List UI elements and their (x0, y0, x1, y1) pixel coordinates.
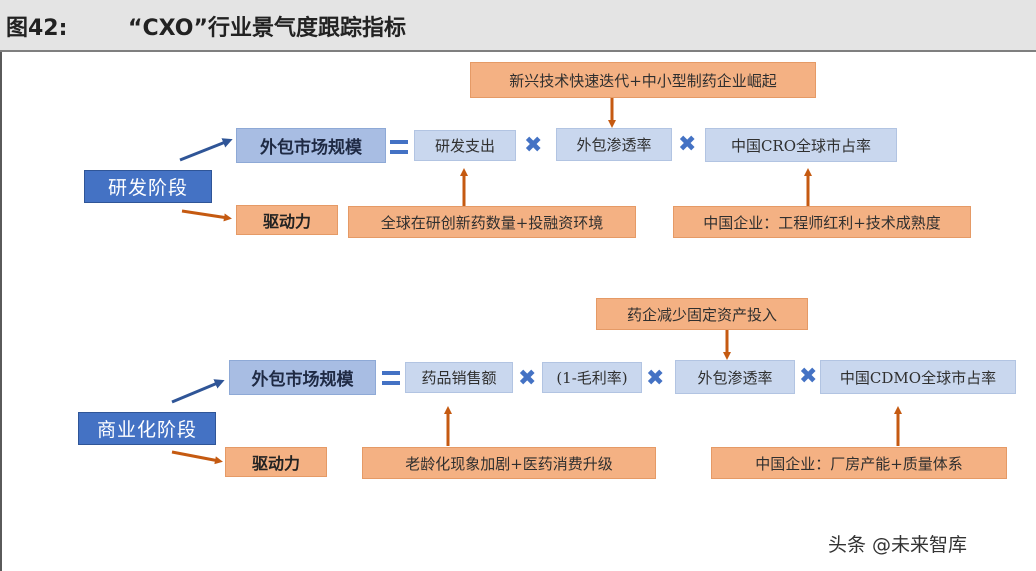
figure-header: 图42: “CXO”行业景气度跟踪指标 (0, 0, 1036, 52)
rd-penetration-box: 外包渗透率 (556, 128, 672, 161)
left-divider (0, 52, 2, 571)
rd-global-share-box: 中国CRO全球市占率 (705, 128, 897, 162)
rd-stage-box: 研发阶段 (84, 170, 212, 203)
com-gross-margin-box: (1-毛利率) (542, 362, 642, 393)
com-equals-sign (382, 371, 400, 385)
rd-multiply-sign-1: ✖ (524, 133, 543, 158)
com-stage-box: 商业化阶段 (78, 412, 216, 445)
com-stage-to-market-arrow (171, 379, 225, 404)
source-watermark: 头条 @未来智库 (828, 534, 968, 556)
com-drug-sales-box: 药品销售额 (405, 362, 513, 393)
com-driver-2-box: 中国企业：厂房产能+质量体系 (711, 447, 1007, 479)
rd-driver-2-box: 中国企业：工程师红利+技术成熟度 (673, 206, 971, 238)
com-penetration-box: 外包渗透率 (675, 360, 795, 394)
com-driver-label-box: 驱动力 (225, 447, 327, 477)
com-market-size-box: 外包市场规模 (229, 360, 376, 395)
com-stage-to-driver-arrow (171, 450, 223, 465)
rd-rd-spending-box: 研发支出 (414, 130, 516, 161)
rd-market-size-box: 外包市场规模 (236, 128, 386, 163)
rd-driver-1-box: 全球在研创新药数量+投融资环境 (348, 206, 636, 238)
com-multiply-sign-2: ✖ (646, 366, 665, 391)
com-top-driver-box: 药企减少固定资产投入 (596, 298, 808, 330)
com-driver-1-box: 老龄化现象加剧+医药消费升级 (362, 447, 656, 479)
rd-equals-sign (390, 140, 408, 154)
figure-label: 图42: (6, 16, 68, 41)
rd-top-driver-box: 新兴技术快速迭代+中小型制药企业崛起 (470, 62, 816, 98)
com-multiply-sign-3: ✖ (799, 364, 818, 389)
com-global-share-box: 中国CDMO全球市占率 (820, 360, 1016, 394)
rd-stage-to-driver-arrow (181, 209, 232, 222)
rd-driver-label-box: 驱动力 (236, 205, 338, 235)
com-multiply-sign-1: ✖ (518, 366, 537, 391)
rd-multiply-sign-2: ✖ (678, 132, 697, 157)
figure-title: “CXO”行业景气度跟踪指标 (128, 16, 406, 41)
rd-stage-to-market-arrow (179, 138, 233, 162)
